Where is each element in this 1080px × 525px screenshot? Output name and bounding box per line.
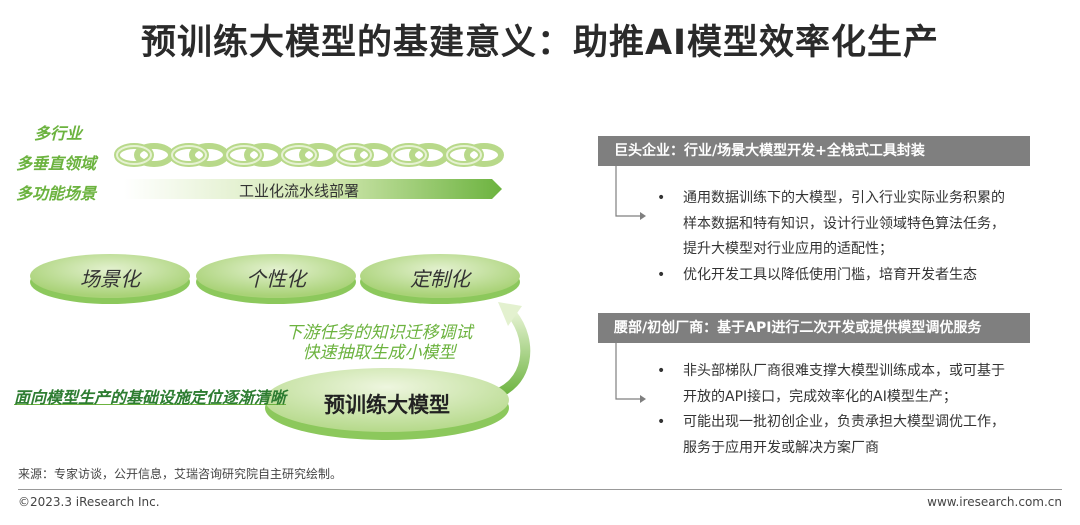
bullet-line: 非头部梯队厂商很难支撑大模型训练成本，或可基于 [683,363,1005,379]
label-industries: 多行业 [34,124,83,143]
chain-links-graphic [114,143,504,167]
list-item: • 通用数据训练下的大模型，引入行业实际业务积累的 样本数据和特有知识，设计行业… [657,186,1063,263]
oval-label-scenario: 场景化 [80,267,140,291]
base-model-label: 预训练大模型 [324,393,450,417]
bullet-line: 优化开发工具以降低使用门槛，培育开发者生态 [683,266,977,283]
oval-discs [30,254,520,304]
transfer-text-line2: 快速抽取生成小模型 [302,343,456,363]
bullet-line: 服务于应用开发或解决方案厂商 [683,439,879,456]
section-header-big-tech: 巨头企业：行业/场景大模型开发+全栈式工具封装 [598,136,1030,166]
bracket-arrow-icon [615,166,646,220]
list-item: • 非头部梯队厂商很难支撑大模型训练成本，或可基于 开放的API接口，完成效率化… [657,359,1063,410]
bullet-list-big-tech: • 通用数据训练下的大模型，引入行业实际业务积累的 样本数据和特有知识，设计行业… [657,186,1063,289]
list-item: • 可能出现一批初创企业，负责承担大模型调优工作， 服务于应用开发或解决方案厂商 [657,410,1063,461]
transfer-text-line1: 下游任务的知识迁移调试 [285,323,473,343]
website-link[interactable]: www.iresearch.com.cn [927,495,1062,509]
oval-label-personalized: 个性化 [246,267,306,291]
oval-disc-customized [360,254,520,304]
oval-label-customized: 定制化 [410,267,470,291]
source-note: 来源：专家访谈，公开信息，艾瑞咨询研究院自主研究绘制。 [18,467,343,481]
bullet-list-startups: • 非头部梯队厂商很难支撑大模型训练成本，或可基于 开放的API接口，完成效率化… [657,359,1063,461]
label-functional-scenarios: 多功能场景 [16,184,97,203]
page-title: 预训练大模型的基建意义：助推AI模型效率化生产 [140,23,940,63]
base-model-disc [265,368,509,440]
bullet-line: 开放的API接口，完成效率化的AI模型生产； [683,388,957,405]
copyright-text: ©2023.3 iResearch Inc. [18,495,160,509]
label-vertical-domains: 多垂直领域 [16,154,97,173]
oval-disc-scenario [30,254,190,304]
infrastructure-positioning-text: 面向模型生产的基础设施定位逐渐清晰 [14,388,287,407]
section-header-startups: 腰部/初创厂商：基于API进行二次开发或提供模型调优服务 [598,313,1030,343]
list-item: • 优化开发工具以降低使用门槛，培育开发者生态 [657,263,1063,289]
bracket-arrow-icon [615,343,646,403]
bullet-line: 通用数据训练下的大模型，引入行业实际业务积累的 [683,190,1005,206]
pipeline-arrow [124,179,502,199]
oval-disc-personalized [196,254,356,304]
bullet-line: 提升大模型对行业应用的适配性； [683,241,893,257]
bullet-line: 样本数据和特有知识，设计行业领域特色算法任务， [683,215,1005,232]
footer-divider [18,489,1062,490]
bullet-line: 可能出现一批初创企业，负责承担大模型调优工作， [683,414,1005,430]
pipeline-label: 工业化流水线部署 [238,182,359,200]
